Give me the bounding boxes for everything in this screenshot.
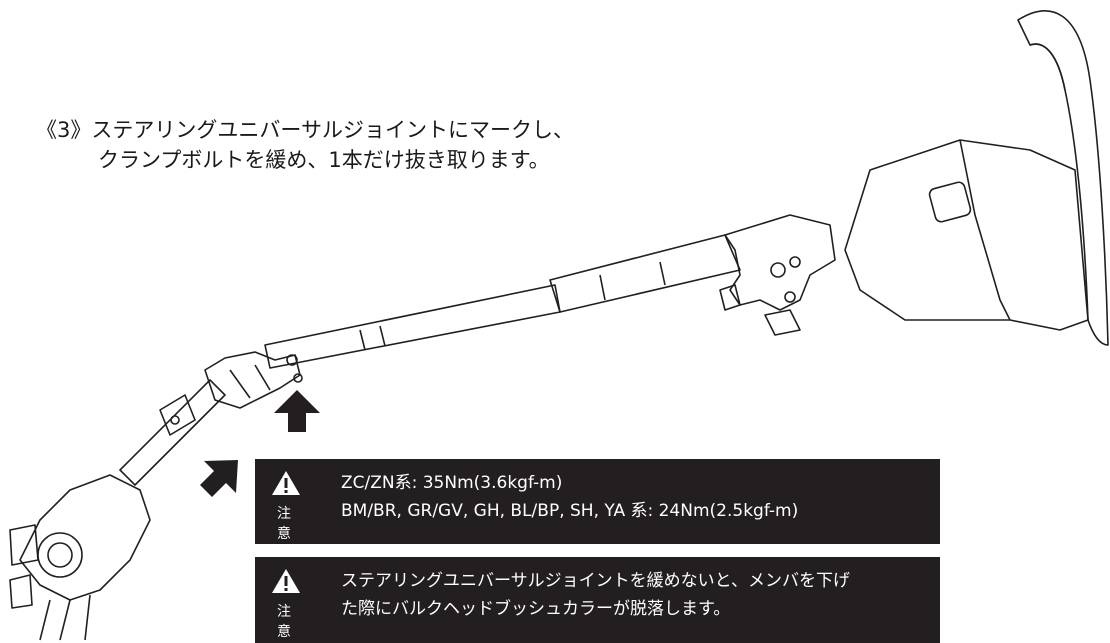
caution-line: ステアリングユニバーサルジョイントを緩めないと、メンバを下げ [341,571,850,591]
step-instruction: 《3》ステアリングユニバーサルジョイントにマークし、 クランプボルトを緩め、1本… [36,115,574,175]
warning-triangle-icon [272,569,300,593]
caution-line: BM/BR, GR/GV, GH, BL/BP, SH, YA 系: 24Nm(… [341,501,799,521]
steering-shaft [264,284,561,369]
caution-box-collar: 注 意 ステアリングユニバーサルジョイントを緩めないと、メンバを下げ た際にバル… [255,557,940,643]
column-bracket [724,214,836,311]
step-instruction-line2: クランプボルトを緩め、1本だけ抜き取ります。 [98,148,550,172]
caution-badge: 注 意 [269,469,303,543]
diagonal-arrow-icon [200,460,238,497]
column-tube [549,234,741,313]
step-instruction-line1: 《3》ステアリングユニバーサルジョイントにマークし、 [36,118,574,142]
caution-line: ZC/ZN系: 35Nm(3.6kgf-m) [341,473,563,493]
lower-joint [19,474,151,601]
up-arrow-icon [274,390,320,432]
caution-text: ステアリングユニバーサルジョイントを緩めないと、メンバを下げ た際にバルクヘッド… [341,567,850,623]
column-cover [844,139,1089,331]
caution-text: ZC/ZN系: 35Nm(3.6kgf-m) BM/BR, GR/GV, GH,… [341,469,798,525]
caution-box-torque: 注 意 ZC/ZN系: 35Nm(3.6kgf-m) BM/BR, GR/GV,… [255,459,940,544]
caution-line: た際にバルクヘッドブッシュカラーが脱落します。 [341,599,731,619]
steering-wheel [1017,10,1109,346]
caution-badge: 注 意 [269,567,303,641]
intermediate-shaft [119,379,226,486]
caution-label: 注 意 [277,604,295,640]
warning-triangle-icon [272,471,300,495]
universal-joint [204,351,301,409]
caution-label: 注 意 [277,506,295,542]
